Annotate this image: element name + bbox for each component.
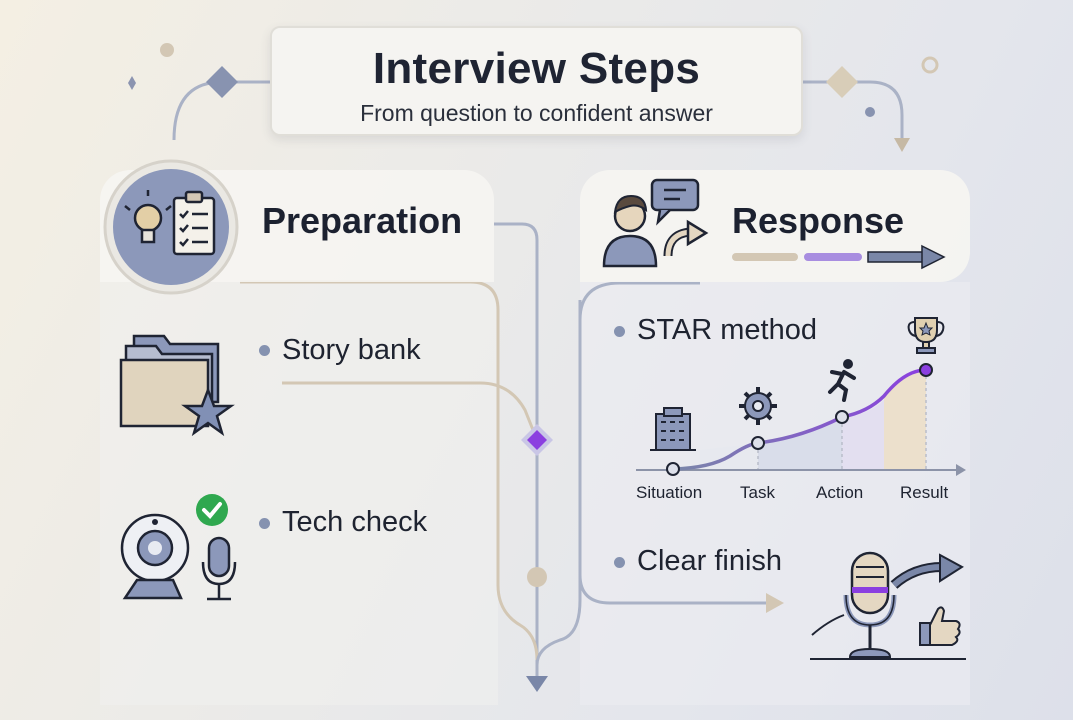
star-method-chart — [636, 317, 966, 476]
page-title: Interview Steps — [372, 44, 701, 93]
flow-line — [535, 300, 582, 666]
decor-dot — [865, 107, 875, 117]
arrow-head — [526, 676, 548, 692]
decor-diamond — [206, 66, 238, 98]
page-subtitle: From question to confident answer — [360, 100, 713, 126]
stage-band-task — [758, 418, 842, 470]
decor-diamond — [826, 66, 858, 98]
folder-star-icon — [119, 334, 235, 437]
flow-line — [494, 222, 539, 680]
title-card: Interview Steps From question to confide… — [270, 26, 803, 136]
person-speech-icon — [602, 178, 709, 268]
bullet-dot — [614, 326, 625, 337]
junction-diamond — [527, 430, 547, 450]
response-heading: Response — [732, 200, 905, 241]
thumbs-up-icon — [919, 606, 961, 646]
decor-dot — [160, 43, 174, 57]
microphone-thumbs-up-icon — [810, 551, 966, 660]
junction-dot — [527, 567, 547, 587]
stage-band-result — [884, 370, 926, 470]
preparation-heading: Preparation — [262, 200, 463, 241]
decor-ring — [921, 56, 939, 74]
clear-finish-label: Clear finish — [637, 545, 783, 577]
stage-label-action: Action — [816, 483, 864, 502]
tech-check-label: Tech check — [282, 506, 428, 538]
bullet-dot — [614, 557, 625, 568]
connector-line — [803, 80, 904, 140]
decor-sparkle — [128, 76, 136, 90]
runner-icon — [828, 359, 856, 402]
flow-line — [578, 574, 768, 605]
lightbulb-clipboard-icon — [103, 159, 239, 295]
arrow-head — [894, 138, 910, 152]
stage-label-result: Result — [900, 483, 949, 502]
trophy-icon — [907, 317, 945, 354]
flow-line — [282, 381, 539, 441]
stage-label-task: Task — [740, 483, 775, 502]
flow-line — [240, 280, 539, 661]
gear-icon — [739, 387, 777, 425]
star-method-label: STAR method — [637, 314, 817, 346]
progress-arrow — [732, 244, 946, 270]
stage-band-action — [842, 400, 884, 470]
stage-label-situation: Situation — [636, 483, 703, 502]
webcam-microphone-icon — [120, 494, 237, 601]
star-curve — [672, 368, 927, 471]
bullet-dot — [259, 518, 270, 529]
arrow-head — [766, 593, 784, 613]
building-icon — [650, 407, 696, 451]
bullet-dot — [259, 345, 270, 356]
story-bank-label: Story bank — [282, 334, 421, 366]
